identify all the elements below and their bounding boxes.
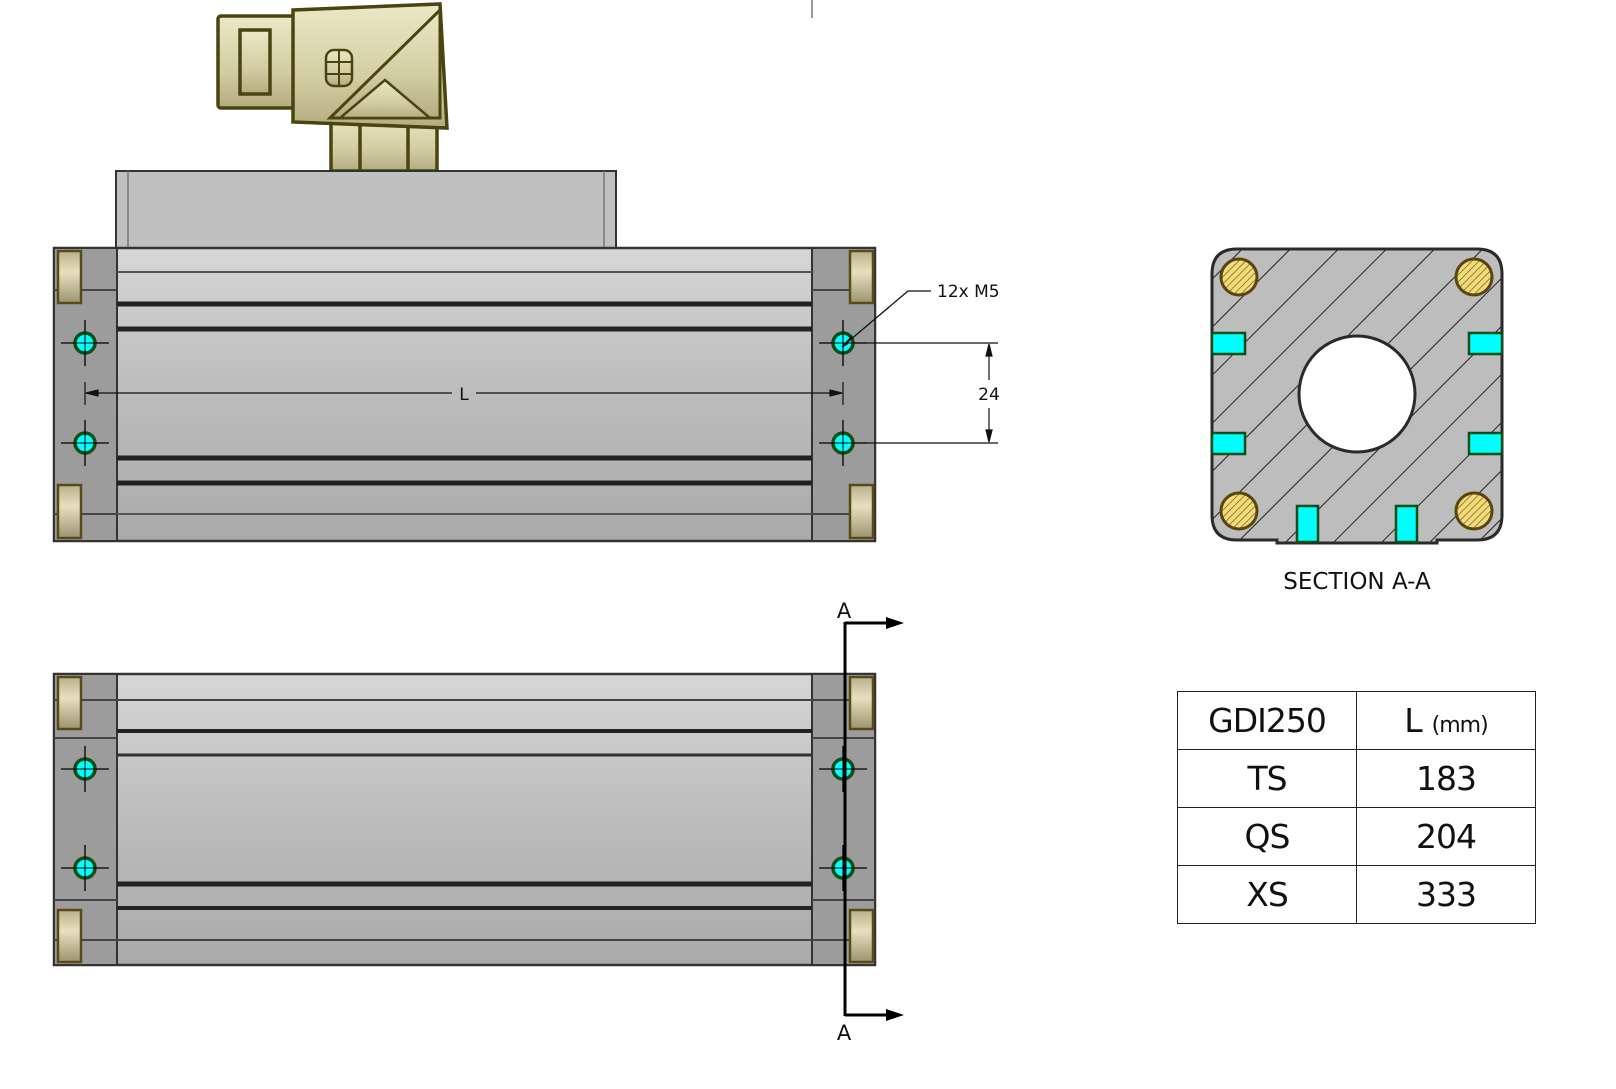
table-cell-variant: QS xyxy=(1177,807,1357,866)
table-cell-variant: XS xyxy=(1177,865,1357,924)
table-header-row: GDI250 L (mm) xyxy=(1177,691,1536,750)
table-row: QS 204 xyxy=(1177,807,1536,866)
section-title: SECTION A-A xyxy=(1283,569,1431,595)
actuator-front-view xyxy=(52,246,877,543)
table-cell-length: 333 xyxy=(1356,865,1536,924)
section-marker-bottom: A xyxy=(837,1021,852,1045)
tie-rod-nuts xyxy=(56,675,875,964)
table-row: XS 333 xyxy=(1177,865,1536,924)
section-a-a-view xyxy=(1210,247,1504,545)
tie-rod-nuts xyxy=(56,249,875,540)
table-cell-variant: TS xyxy=(1177,749,1357,808)
dimension-spacing xyxy=(857,342,998,444)
hole-callout-label: 12x M5 xyxy=(937,282,1000,302)
tie-rods xyxy=(1219,257,1494,531)
connector-plug xyxy=(216,2,449,173)
table-header-length-label: L xyxy=(1404,701,1422,740)
table-header-unit: (mm) xyxy=(1431,713,1489,738)
table-header-length: L (mm) xyxy=(1356,691,1536,750)
table-header-model: GDI250 xyxy=(1177,691,1357,750)
dimension-spacing-label: 24 xyxy=(978,385,1000,405)
dimension-length xyxy=(84,382,844,405)
table-row: TS 183 xyxy=(1177,749,1536,808)
table-cell-length: 204 xyxy=(1356,807,1536,866)
section-marker-top: A xyxy=(837,599,852,623)
actuator-bottom-view xyxy=(52,672,877,967)
hole-callout-leader xyxy=(841,290,931,348)
section-cut-line xyxy=(843,617,904,1021)
dimension-length-label: L xyxy=(459,385,469,405)
housing-block xyxy=(115,170,617,249)
length-table: GDI250 L (mm) TS 183 QS 204 XS 333 xyxy=(1177,691,1536,924)
table-cell-length: 183 xyxy=(1356,749,1536,808)
sensor-slots xyxy=(1210,331,1504,544)
